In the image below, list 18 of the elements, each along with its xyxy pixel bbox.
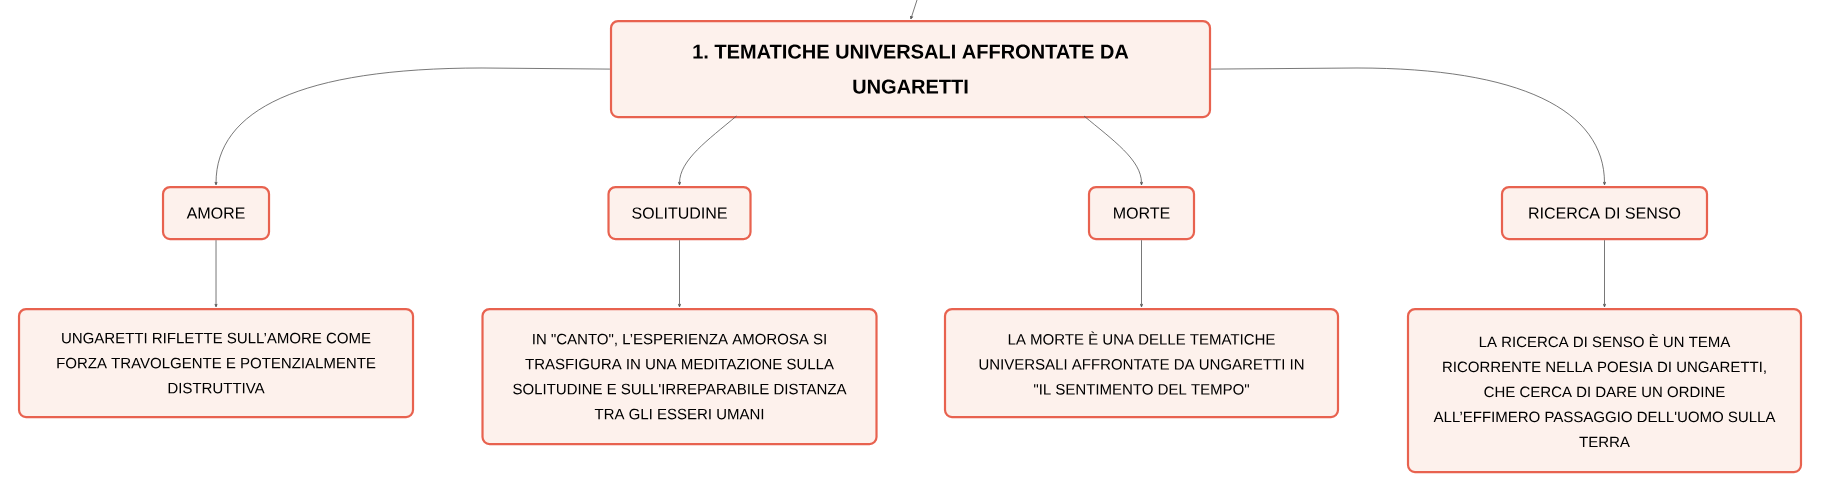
theme-box: AMORE <box>161 186 271 241</box>
arrow <box>910 0 918 20</box>
description-box: LA MORTE È UNA DELLE TEMATICHE UNIVERSALI AFFRONTATE DA UNGARETTI IN "IL SENTIMENTO DEL TEMPO" <box>943 308 1340 419</box>
description-box: IN "CANTO", L’ESPERIENZA AMOROSA SI TRASFIGURA IN UNA MEDITAZIONE SULLA SOLITUDINE E SULL'IRREPARABILE DISTANZA TRA GLI ESSERI UMANI <box>481 308 878 446</box>
arrow <box>678 115 737 186</box>
theme-box: RICERCA DI SENSO <box>1500 186 1709 241</box>
arrow <box>1140 239 1143 308</box>
arrow <box>214 67 611 186</box>
arrow <box>1603 239 1606 308</box>
description-box: UNGARETTI RIFLETTE SULL’AMORE COME FORZA TRAVOLGENTE E POTENZIALMENTE DISTRUTTIVA <box>17 308 415 419</box>
description-box: LA RICERCA DI SENSO È UN TEMA RICORRENTE NELLA POESIA DI UNGARETTI, CHE CERCA DI DARE UN ORDINE ALL’EFFIMERO PASSAGGIO DELL'UOMO SULLA TERRA <box>1406 308 1803 474</box>
arrow <box>1210 67 1606 186</box>
arrow <box>214 239 218 308</box>
theme-box: SOLITUDINE <box>607 186 752 241</box>
arrow <box>1083 115 1143 186</box>
arrow <box>678 239 681 308</box>
theme-box: MORTE <box>1087 186 1196 241</box>
topic-box: 1. TEMATICHE UNIVERSALI AFFRONTATE DA UNGARETTI <box>609 20 1212 119</box>
